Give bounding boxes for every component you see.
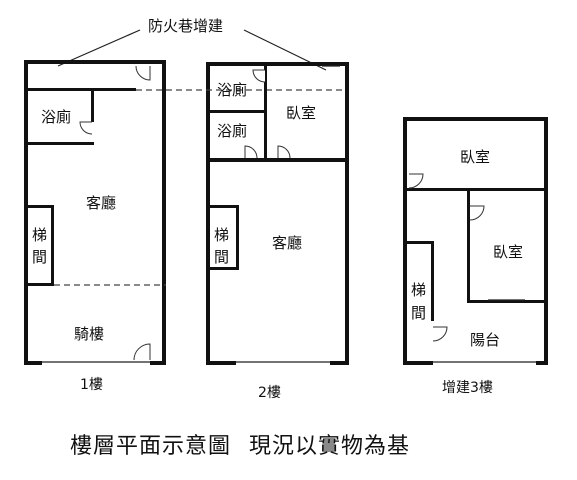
f1-arcade-label: 騎樓 (74, 325, 104, 343)
f3-wall-right (544, 117, 548, 365)
f3-bedroom-top-label: 臥室 (460, 148, 490, 166)
f3-wall-bottom-left (403, 361, 433, 365)
f1-bath-wall-bottom (24, 142, 94, 145)
f3-wall-top (403, 117, 548, 121)
f2-bedroom-label: 臥室 (286, 104, 316, 122)
f2-bath-bottom-label: 浴廁 (217, 122, 247, 140)
f1-stair-wall-right (51, 205, 54, 286)
f2-bath-top-door (252, 69, 266, 83)
f2-living-label: 客廳 (272, 234, 302, 252)
f2-wall-bottom-left (206, 361, 236, 365)
f2-stair-label-2: 間 (214, 248, 229, 266)
f3-bedroom-right-label: 臥室 (493, 243, 523, 261)
f1-stair-label-1: 梯 (32, 226, 47, 244)
f1-wall-bottom-left (24, 361, 42, 365)
f2-stair-wall-right (236, 205, 239, 270)
f2-living-wall-top (206, 158, 349, 162)
f3-stair-wall-right (431, 241, 434, 321)
f3-bedroom-top-door (408, 173, 424, 189)
f3-wall-bottom-right (536, 361, 548, 365)
f1-front-door (133, 343, 151, 361)
f1-firelane-wall (24, 88, 136, 91)
f3-stair-label-2: 間 (411, 304, 426, 322)
f2-bath-top-label: 浴廁 (217, 81, 247, 99)
fire-lane-label: 防火巷增建 (148, 17, 223, 35)
f1-bath-wall-right (91, 90, 94, 122)
f1-stair-label-2: 間 (32, 248, 47, 266)
caption-title: 樓層平面示意圖 (70, 434, 232, 459)
f3-bedroom-top-wall-bottom (407, 188, 548, 191)
f2-wall-bottom-right (330, 361, 349, 365)
f2-wall-top (206, 62, 349, 66)
f1-firelane-door (135, 65, 151, 81)
f3-stair-wall-top (407, 241, 434, 244)
f3-bedroom-right-wall-left (467, 188, 470, 303)
f3-stair-label-1: 梯 (411, 281, 426, 299)
f1-floor-label: 1樓 (80, 377, 103, 393)
f2-bath-wall-right (264, 66, 267, 158)
floor-1-plan: 浴廁 客廳 梯 間 騎樓 1樓 (24, 60, 166, 393)
f2-bath-divider (206, 110, 264, 113)
floor-3-plan: 臥室 臥室 梯 間 陽台 增建3樓 (403, 117, 548, 396)
f1-bath-label: 浴廁 (41, 108, 71, 126)
f1-bath-door (79, 121, 93, 135)
f3-bedroom-right-door (469, 205, 485, 221)
f3-floor-label: 增建3樓 (442, 380, 493, 396)
f2-stair-wall-top (206, 205, 239, 208)
f1-wall-top (24, 60, 166, 64)
floor-2-plan: 浴廁 浴廁 臥室 客廳 梯 間 2樓 (166, 62, 349, 401)
f1-wall-right (162, 60, 166, 365)
f1-stair-wall-top (24, 205, 54, 208)
f2-stair-wall-bottom (206, 267, 239, 270)
f2-wall-right (345, 62, 349, 365)
plan-caption: 樓層平面示意圖現況以實物為基 (70, 428, 410, 460)
f3-bedroom-right-wall-bottom (467, 300, 548, 303)
f2-wall-left (206, 62, 210, 365)
f2-bedroom-door (277, 145, 291, 159)
f3-balcony-label: 陽台 (470, 331, 500, 349)
f3-balcony-door (432, 326, 448, 342)
f2-bath-bottom-door (244, 145, 258, 159)
f1-wall-left (24, 60, 28, 365)
caption-note: 現況以實物為基 (249, 434, 411, 459)
f1-stair-wall-bottom (24, 283, 54, 286)
f1-living-label: 客廳 (86, 194, 116, 212)
f1-wall-bottom-right (150, 361, 166, 365)
f3-wall-left (403, 117, 407, 365)
f2-floor-label: 2樓 (258, 385, 281, 401)
f2-stair-label-1: 梯 (214, 226, 229, 244)
